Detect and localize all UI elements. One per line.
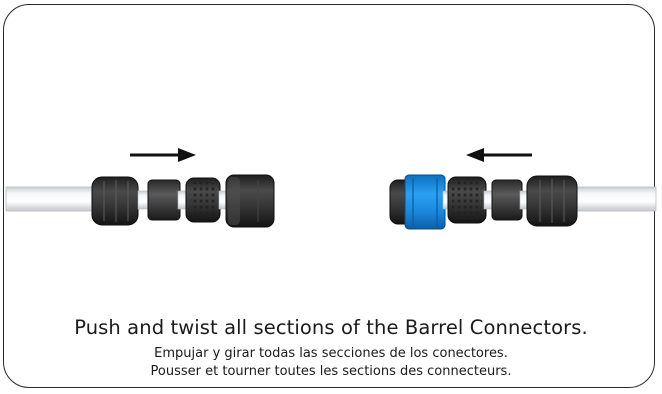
left-collar: [147, 179, 181, 221]
caption-french: Pousser et tourner toutes les sections d…: [150, 364, 512, 379]
left-end-nut: [91, 176, 139, 226]
right-tube: [571, 186, 657, 212]
arrow-right-icon: [130, 148, 196, 162]
blue-locking-ring: [404, 174, 446, 230]
right-connector-assembly: [389, 174, 657, 230]
left-tube: [5, 186, 97, 212]
caption-english: Push and twist all sections of the Barre…: [74, 316, 588, 339]
arrow-left-icon: [466, 148, 532, 162]
left-connector-assembly: [5, 174, 275, 228]
caption-spanish: Empujar y girar todas las secciones de l…: [154, 346, 508, 361]
right-collar: [491, 179, 523, 221]
